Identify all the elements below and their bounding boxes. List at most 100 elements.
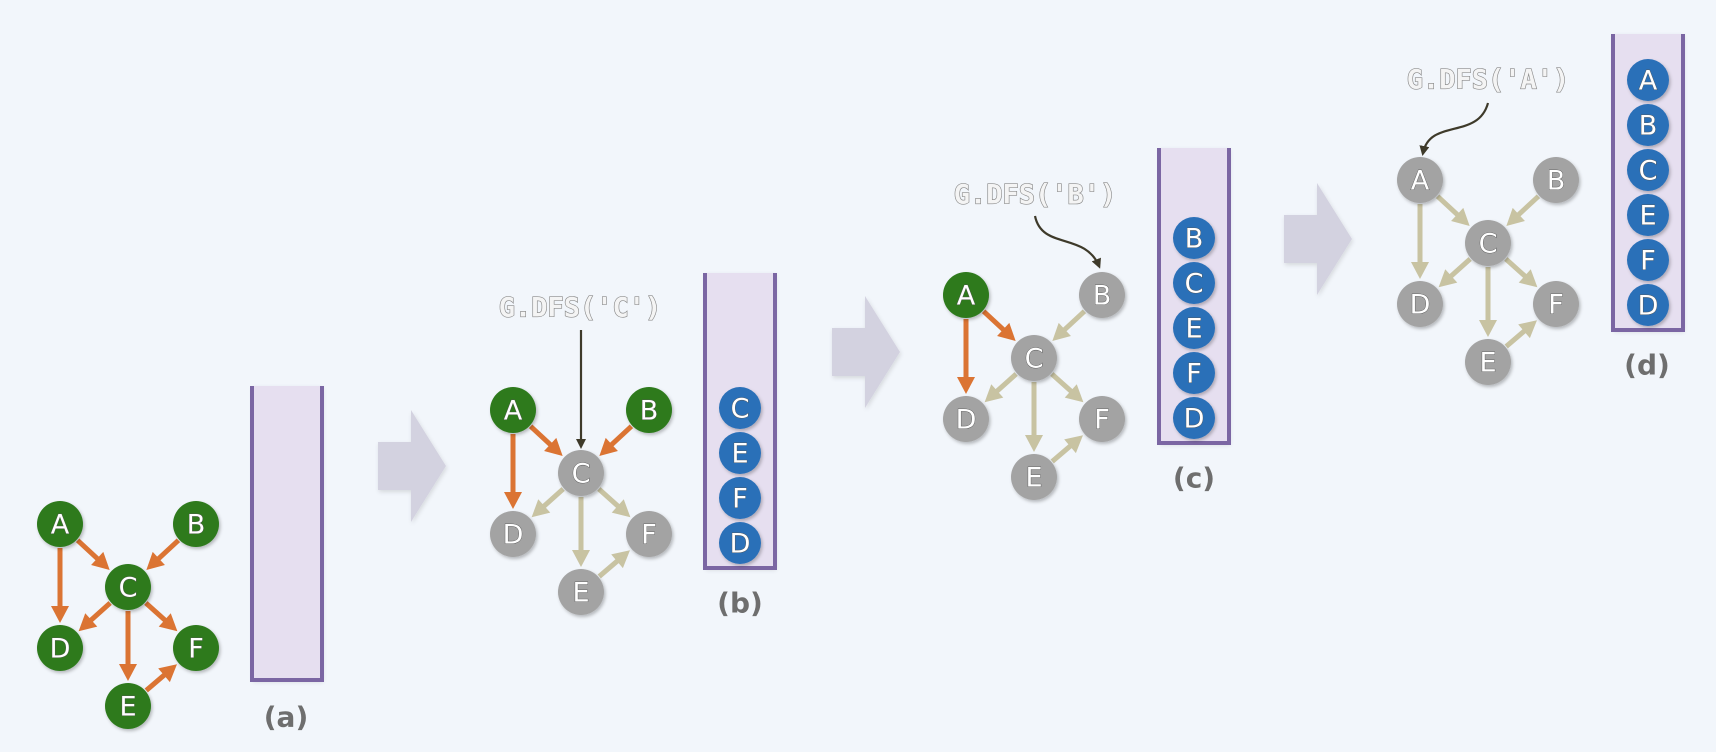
- graph-node-c: C: [1465, 220, 1511, 266]
- stack-item-label: E: [1185, 314, 1202, 345]
- node-label: E: [572, 578, 589, 609]
- stack-item-e: E: [719, 432, 761, 474]
- panel-label: (c): [1173, 462, 1215, 495]
- panel-a: A B CD E F (a): [37, 386, 324, 734]
- stack-item-c: C: [719, 387, 761, 429]
- edge-arrow: [1506, 194, 1541, 227]
- edge-arrow: [51, 548, 69, 623]
- call-pointer-arrow: [1033, 215, 1101, 269]
- graph-node-b: B: [626, 387, 672, 433]
- graph-node-c: C: [105, 564, 151, 610]
- graph-node-e: E: [1011, 454, 1057, 500]
- graph-node-f: F: [1533, 281, 1579, 327]
- node-label: B: [1093, 281, 1112, 312]
- graph-edges: [504, 424, 634, 579]
- graph-nodes: A B CD E F: [37, 501, 219, 729]
- transition-arrows: [378, 183, 1352, 522]
- panel-label: (d): [1624, 349, 1670, 382]
- node-label: B: [640, 396, 659, 427]
- graph-node-d: D: [490, 511, 536, 557]
- stack-item-f: F: [1173, 352, 1215, 394]
- edge-arrow: [504, 434, 522, 509]
- edge-arrow: [528, 424, 563, 457]
- node-label: E: [119, 692, 136, 723]
- stack-item-b: B: [1627, 104, 1669, 146]
- transition-arrow: [1284, 183, 1352, 295]
- graph-node-c: C: [1011, 335, 1057, 381]
- node-label: B: [187, 510, 206, 541]
- stack-item-label: A: [1639, 66, 1658, 97]
- edge-arrow: [572, 497, 590, 567]
- dfs-call-label: G.DFS('C'): [499, 293, 662, 324]
- node-label: F: [1548, 290, 1564, 321]
- node-label: C: [1479, 229, 1498, 260]
- edge-arrow: [1025, 382, 1043, 452]
- node-label: F: [1094, 405, 1110, 436]
- edge-arrow: [144, 664, 177, 693]
- edge-arrow: [1050, 435, 1083, 464]
- stack-item-d: D: [719, 522, 761, 564]
- graph-node-e: E: [558, 569, 604, 615]
- stack-item-label: B: [1185, 224, 1204, 255]
- stack-item-label: D: [1184, 404, 1205, 435]
- panel-label: (a): [264, 701, 309, 734]
- node-label: D: [1410, 290, 1431, 321]
- graph-node-d: D: [37, 625, 83, 671]
- graph-node-d: D: [943, 396, 989, 442]
- panel-label: (b): [717, 587, 763, 620]
- stack-item-c: C: [1627, 149, 1669, 191]
- graph-node-e: E: [1465, 339, 1511, 385]
- edge-arrow: [75, 538, 110, 571]
- graph-node-f: F: [173, 625, 219, 671]
- stack-item-label: E: [1639, 201, 1656, 232]
- stack-item-e: E: [1173, 307, 1215, 349]
- edge-arrow: [1504, 320, 1537, 349]
- call-pointer-arrow: [1419, 102, 1490, 156]
- edge-arrow: [1438, 257, 1472, 288]
- graph-node-b: B: [173, 501, 219, 547]
- edge-arrow: [144, 601, 178, 632]
- stack-item-label: C: [1185, 269, 1204, 300]
- transition-arrow: [378, 410, 446, 522]
- node-label: F: [188, 634, 204, 665]
- stack-item-f: F: [719, 477, 761, 519]
- stack-item-label: F: [1640, 246, 1656, 277]
- stack-item-label: C: [1639, 156, 1658, 187]
- graph-node-b: B: [1079, 272, 1125, 318]
- edge-arrow: [1504, 257, 1538, 288]
- stack-item-f: F: [1627, 239, 1669, 281]
- node-label: A: [1411, 166, 1430, 197]
- stack-item-b: B: [1173, 217, 1215, 259]
- graph-node-d: D: [1397, 281, 1443, 327]
- node-label: A: [51, 510, 70, 541]
- edge-arrow: [984, 372, 1018, 403]
- node-label: A: [504, 396, 523, 427]
- edge-arrow: [1050, 372, 1084, 403]
- edge-arrow: [78, 601, 112, 632]
- graph-node-a: A: [943, 272, 989, 318]
- graph-node-f: F: [1079, 396, 1125, 442]
- edge-arrow: [1479, 267, 1497, 337]
- edge-arrow: [146, 538, 181, 571]
- transition-arrow: [832, 296, 900, 408]
- stack-item-c: C: [1173, 262, 1215, 304]
- graph-edges: [51, 538, 181, 693]
- edge-arrow: [1435, 194, 1470, 227]
- stack-item-label: D: [730, 529, 751, 560]
- edge-arrow: [119, 611, 137, 681]
- graph-node-a: A: [37, 501, 83, 547]
- stack-item-label: F: [1186, 359, 1202, 390]
- graph-node-a: A: [1397, 157, 1443, 203]
- graph-node-a: A: [490, 387, 536, 433]
- stack-item-label: B: [1639, 111, 1658, 142]
- graph-edges: [1411, 194, 1541, 349]
- graph-node-b: B: [1533, 157, 1579, 203]
- graph-edges: [957, 309, 1087, 464]
